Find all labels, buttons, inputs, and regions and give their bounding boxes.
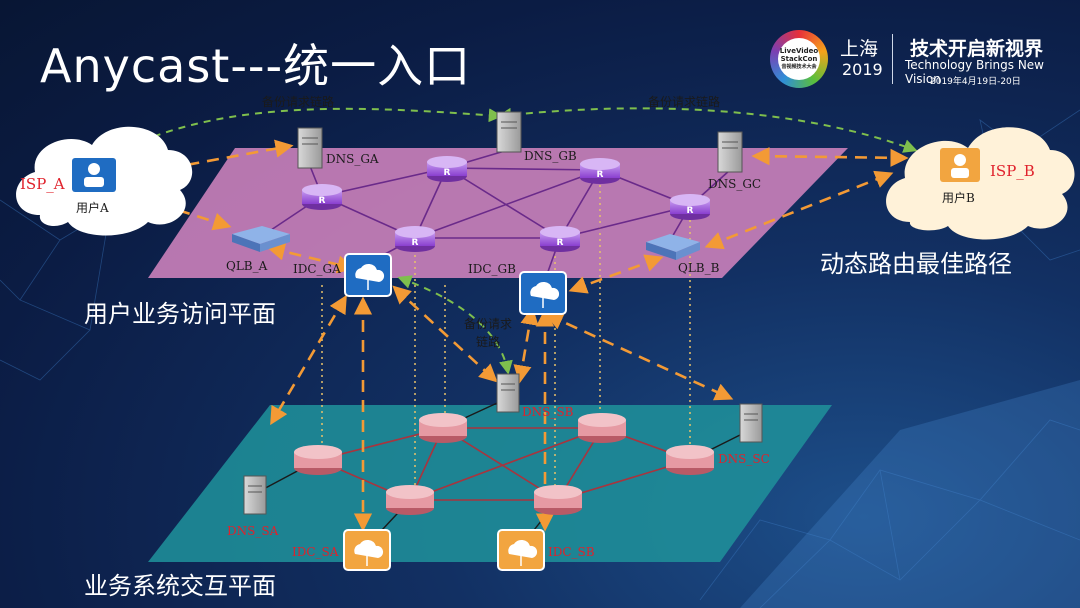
router-letter: R: [597, 170, 604, 180]
backup-link-right-label: 备份请求链路: [648, 94, 720, 109]
router-bottom-5-icon: [386, 485, 434, 515]
idc-sa-cloud-icon: [343, 529, 391, 571]
dns-sa-label: DNS_SA: [227, 524, 279, 538]
dns-sa-server-icon: [243, 475, 267, 515]
router-top-1-icon: [302, 184, 342, 210]
dynamic-routing-note: 动态路由最佳路径: [820, 250, 1012, 278]
idc-sb-cloud-icon: [497, 529, 545, 571]
backup-link-mid-label-1: 备份请求: [464, 317, 512, 331]
dns-gc-server-icon: [717, 131, 743, 173]
router-letters: R R R R R R: [319, 168, 694, 248]
idc-ga-cloud-icon: [344, 253, 392, 297]
badge-line-3: 音视频技术大会: [781, 64, 817, 70]
system-interaction-plane: [148, 405, 832, 562]
logo-slogan: 技术开启新视界: [910, 38, 1044, 60]
router-top-2-icon: [427, 156, 467, 182]
router-bottom-3-icon: [578, 413, 626, 443]
dns-ga-label: DNS_GA: [326, 152, 379, 166]
qlb-b-icon: [646, 234, 700, 260]
router-letter: R: [444, 168, 451, 178]
dns-sb-server-icon: [496, 373, 520, 413]
dns-sc-label: DNS_SC: [718, 452, 770, 466]
idc-ga-label: IDC_GA: [293, 262, 341, 276]
logo-city: 上海: [840, 38, 879, 60]
dns-gb-server-icon: [496, 111, 522, 153]
user-a-label: 用户A: [76, 200, 109, 215]
dns-sc-server-icon: [739, 403, 763, 443]
qlb-b-label: QLB_B: [678, 261, 720, 275]
idc-sb-label: IDC_SB: [548, 545, 595, 559]
logo-separator: [892, 34, 893, 84]
router-top-4-icon: [670, 194, 710, 220]
router-letter: R: [687, 206, 694, 216]
router-letter: R: [319, 196, 326, 206]
livevideo-badge: LiveVideo StackCon 音视频技术大会: [770, 30, 828, 88]
logo-slogan-en: Technology Brings New Vision: [905, 58, 1044, 86]
router-bottom-6-icon: [534, 485, 582, 515]
dns-gb-label: DNS_GB: [524, 149, 577, 163]
badge-line-2: StackCon: [780, 55, 818, 63]
router-top-5-icon: [395, 226, 435, 252]
dns-gc-label: DNS_GC: [708, 177, 761, 191]
backup-link-mid-label-2: 链路: [476, 334, 500, 349]
router-bottom-4-icon: [666, 445, 714, 475]
system-plane-label: 业务系统交互平面: [84, 572, 276, 600]
router-top-3-icon: [580, 158, 620, 184]
router-bottom-1-icon: [294, 445, 342, 475]
user-b-label: 用户B: [942, 190, 975, 205]
isp-a-label: ISP_A: [20, 175, 65, 193]
user-plane-label: 用户业务访问平面: [84, 300, 276, 328]
badge-line-1: LiveVideo: [779, 47, 819, 55]
backup-link-left-label: 备份请求链路: [262, 94, 334, 109]
qlb-a-label: QLB_A: [226, 259, 268, 273]
isp-b-label: ISP_B: [990, 162, 1035, 180]
dns-ga-server-icon: [297, 127, 323, 169]
isp-b-cloud: [886, 127, 1075, 240]
router-top-6-icon: [540, 226, 580, 252]
conference-logo: LiveVideo StackCon 音视频技术大会 上海 2019 技术开启新…: [770, 30, 1070, 92]
user-a-icon: [72, 158, 116, 192]
slide-title: Anycast---统一入口: [40, 39, 472, 93]
idc-sa-label: IDC_SA: [292, 545, 339, 559]
qlb-a-icon: [232, 226, 290, 252]
router-letter: R: [412, 238, 419, 248]
logo-year: 2019: [842, 60, 883, 79]
router-bottom-2-icon: [419, 413, 467, 443]
router-letter: R: [557, 238, 564, 248]
background-glow: [740, 380, 1080, 608]
logo-date: 2019年4月19日-20日: [930, 77, 1021, 87]
idc-gb-cloud-icon: [519, 271, 567, 315]
dns-sb-label: DNS_SB: [522, 405, 574, 419]
user-b-icon: [940, 148, 980, 182]
idc-gb-label: IDC_GB: [468, 262, 516, 276]
